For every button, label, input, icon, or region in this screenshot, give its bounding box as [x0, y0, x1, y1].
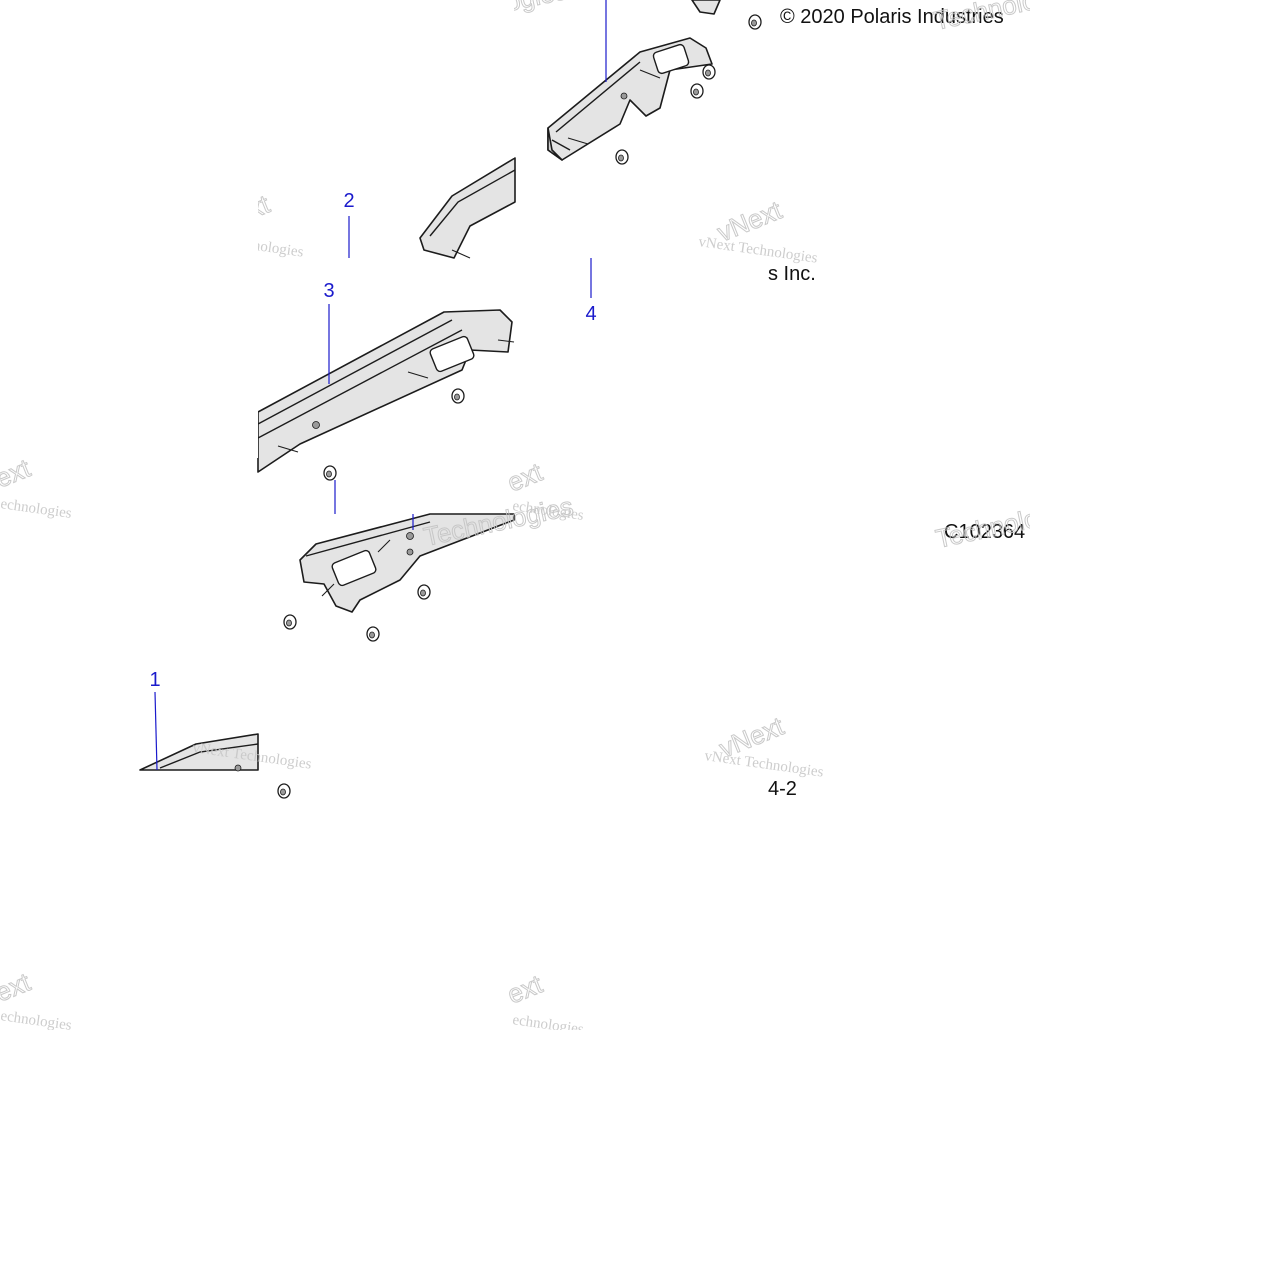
leader-line-1 [154, 691, 158, 771]
watermark-text: ext [0, 452, 35, 493]
mounting-nut-icon [366, 626, 380, 642]
watermark-text: ext [0, 966, 35, 1007]
watermark-text: vNext [713, 195, 787, 248]
copyright-tail-text: s Inc. [768, 263, 816, 285]
mounting-nut-icon [748, 14, 762, 30]
connector-plug-icon [429, 335, 475, 373]
mounting-nut-icon [277, 783, 291, 799]
tail-light-assembly-partial [419, 157, 516, 259]
watermark-text: echnologies [0, 496, 73, 522]
mounting-nut-icon [451, 388, 465, 404]
copyright-text: © 2020 Polaris Industries [780, 6, 1004, 28]
mounting-nut-icon [323, 465, 337, 481]
page-fragment: 4-2 [768, 778, 797, 800]
mounting-nut-icon [690, 83, 704, 99]
figure-id: C102364 [944, 521, 1025, 543]
watermark-text: ext [503, 456, 547, 497]
tail-light-assembly-top [547, 0, 721, 161]
mounting-nut-icon [615, 149, 629, 165]
connector-plug-icon [652, 43, 690, 75]
mounting-nut-group-top [615, 14, 762, 165]
mounting-nut-group-middle [323, 388, 465, 481]
mounting-nut-icon [702, 64, 716, 80]
callout-1: 1 [149, 669, 160, 691]
callout-3: 3 [323, 280, 334, 302]
mounting-nut-group-lower [277, 584, 431, 799]
watermark-text: Technologies [421, 491, 576, 552]
callout-4: 4 [585, 303, 596, 325]
tail-light-assembly-partial-left [139, 733, 259, 772]
watermark-text: vNext Technologies [697, 234, 818, 267]
tail-light-assembly-lower [299, 513, 515, 613]
mounting-nut-icon [283, 614, 297, 630]
tail-light-assembly-middle [257, 309, 515, 473]
callout-2: 2 [343, 190, 354, 212]
watermark-text: ext [503, 968, 547, 1009]
mounting-nut-icon [417, 584, 431, 600]
connector-plug-icon [331, 549, 377, 587]
